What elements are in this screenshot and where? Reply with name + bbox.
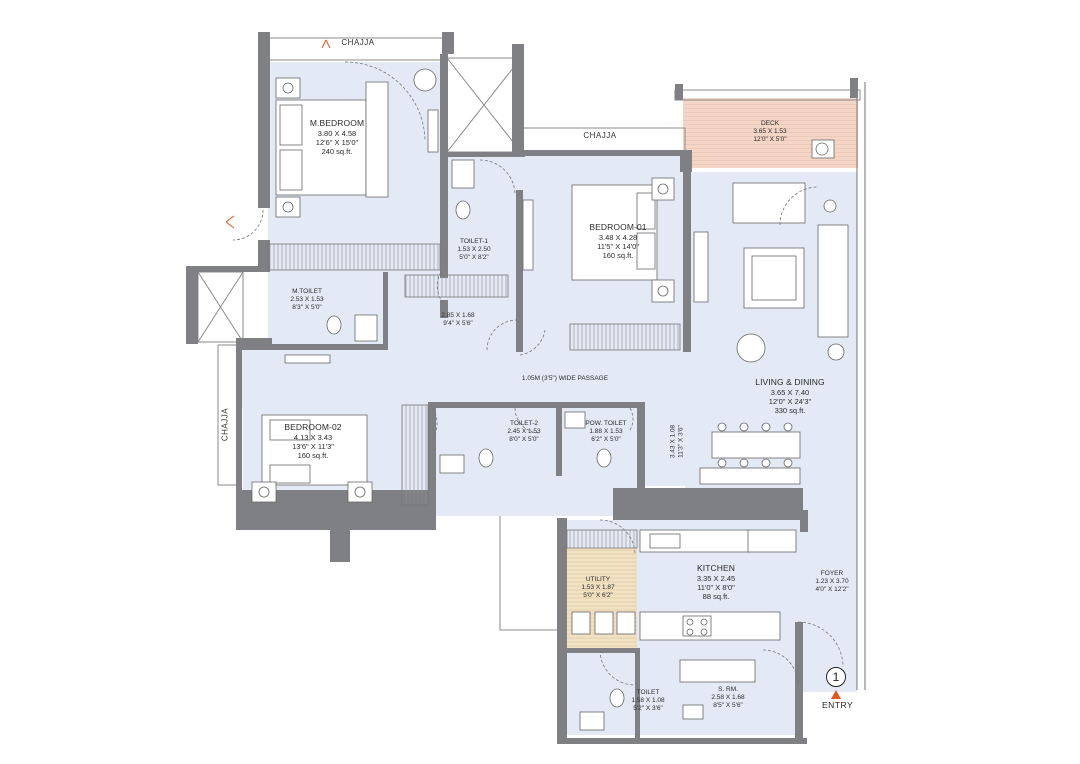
room-imperial: 13'6" X 11'3" xyxy=(292,442,334,451)
niche-imperial: 11'3" X 3'6" xyxy=(677,425,685,458)
room-name: S. RM. xyxy=(718,686,738,693)
chajja-label-top-left: CHAJJA xyxy=(341,38,375,47)
room-imperial: 6'2" X 5'0" xyxy=(591,436,621,444)
room-name: M.BEDROOM xyxy=(309,118,365,128)
room-imperial: 12'0" X 5'0" xyxy=(753,136,787,144)
bedroom-02-label: BEDROOM-02 4.13 X 3.43 13'6" X 11'3" 160… xyxy=(284,422,341,461)
room-imperial: 8'3" X 5'0" xyxy=(292,304,322,312)
room-dims: 2.45 X 1.53 xyxy=(507,428,541,436)
room-imperial: 11'5" X 14'0" xyxy=(597,242,639,251)
room-dims: 3.35 X 2.45 xyxy=(696,573,736,583)
room-name: POW. TOILET xyxy=(585,420,627,427)
doors xyxy=(232,61,844,686)
room-dims: 1.53 X 1.87 xyxy=(581,584,615,592)
master-bedroom-label: M.BEDROOM 3.80 X 4.58 12'6" X 15'0" 240 … xyxy=(310,118,364,157)
wardrobes xyxy=(267,243,681,549)
toilet-1-label: TOILET-1 1.53 X 2.50 5'0" X 8'2" xyxy=(457,238,490,262)
entry-arrow-icon xyxy=(831,690,841,699)
room-dims: 3.65 X 7.40 xyxy=(770,387,810,397)
room-imperial: 8'5" X 5'6" xyxy=(713,702,743,710)
niche-dims-label: 3.43 X 1.08 xyxy=(670,417,677,467)
room-dims: 2.58 X 1.68 xyxy=(711,694,745,702)
passage-label: 1.05M (3'5") WIDE PASSAGE xyxy=(522,375,608,383)
entry-label: ENTRY xyxy=(822,700,854,710)
room-name: TOILET xyxy=(636,689,660,696)
niche-dims: 3.43 X 1.08 xyxy=(669,424,677,459)
room-dims: 4.13 X 3.43 xyxy=(293,432,333,442)
room-area: 160 sq.ft. xyxy=(602,251,634,261)
room-dims: 3.48 X 4.28 xyxy=(598,232,638,242)
direction-arrows xyxy=(225,39,331,229)
toilet-2-label: TOILET-2 2.45 X 1.53 8'0" X 5'0" xyxy=(507,420,540,444)
room-name: M.TOILET xyxy=(292,288,322,295)
utility-label: UTILITY 1.53 X 1.87 5'0" X 6'2" xyxy=(581,576,614,600)
room-area: 240 sq.ft. xyxy=(321,147,353,157)
room-imperial: 8'0" X 5'0" xyxy=(509,436,539,444)
room-name: TOILET-2 xyxy=(509,420,539,427)
room-imperial: 11'0" X 8'0" xyxy=(697,583,735,592)
toilet-label: TOILET 1.58 X 1.08 5'2" X 3'6" xyxy=(631,689,664,713)
room-dims: 3.65 X 1.53 xyxy=(753,128,787,136)
deck-label: DECK 3.65 X 1.53 12'0" X 5'0" xyxy=(753,120,786,144)
room-dims: 1.58 X 1.08 xyxy=(631,697,665,705)
dressing-label: 2.85 X 1.68 9'4" X 5'6" xyxy=(441,312,474,328)
pow-toilet-label: POW. TOILET 1.88 X 1.53 6'2" X 5'0" xyxy=(585,420,626,444)
room-imperial: 12'0" X 24'3" xyxy=(768,397,812,406)
bedroom-01-label: BEDROOM-01 3.48 X 4.28 11'5" X 14'0" 160… xyxy=(589,222,646,261)
room-area: 330 sq.ft. xyxy=(774,406,806,416)
room-area: 88 sq.ft. xyxy=(702,592,730,602)
walls xyxy=(186,32,858,744)
room-name: KITCHEN xyxy=(696,563,735,573)
room-name: LIVING & DINING xyxy=(755,377,825,387)
room-dims: 2.85 X 1.68 xyxy=(441,312,475,319)
foyer-label: FOYER 1.23 X 3.70 4'0" X 12'2" xyxy=(815,570,848,594)
room-dims: 1.23 X 3.70 xyxy=(815,578,849,586)
room-name: DECK xyxy=(760,120,780,127)
room-dims: 2.53 X 1.53 xyxy=(290,296,324,304)
furniture xyxy=(251,68,849,731)
m-toilet-label: M.TOILET 2.53 X 1.53 8'3" X 5'0" xyxy=(290,288,323,312)
room-name: UTILITY xyxy=(585,576,611,583)
room-name: FOYER xyxy=(820,570,844,577)
chajja-label-top-center: CHAJJA xyxy=(583,131,617,140)
room-imperial: 4'0" X 12'2" xyxy=(815,586,849,594)
room-imperial: 5'2" X 3'6" xyxy=(633,705,663,713)
room-name: TOILET-1 xyxy=(459,238,489,245)
room-imperial: 12'6" X 15'0" xyxy=(315,138,359,147)
room-dims: 3.80 X 4.58 xyxy=(317,128,357,138)
lower-passage-floor xyxy=(436,476,641,516)
room-area: 160 sq.ft. xyxy=(297,451,329,461)
room-name: BEDROOM-01 xyxy=(589,222,647,232)
room-imperial: 5'0" X 6'2" xyxy=(583,592,613,600)
chajja-label-left: CHAJJA xyxy=(220,407,230,442)
living-dining-label: LIVING & DINING 3.65 X 7.40 12'0" X 24'3… xyxy=(755,377,825,416)
kitchen-label: KITCHEN 3.35 X 2.45 11'0" X 8'0" 88 sq.f… xyxy=(697,563,735,602)
niche-imperial-label: 11'3" X 3'6" xyxy=(678,417,685,467)
room-name: 1.05M (3'5") WIDE PASSAGE xyxy=(521,375,609,382)
room-dims: 1.53 X 2.50 xyxy=(457,246,491,254)
room-name: BEDROOM-02 xyxy=(284,422,342,432)
room-imperial: 5'0" X 8'2" xyxy=(459,254,489,262)
niche-floor xyxy=(641,406,691,486)
room-imperial: 9'4" X 5'6" xyxy=(443,320,473,328)
store-room-label: S. RM. 2.58 X 1.68 8'5" X 5'6" xyxy=(711,686,744,710)
room-dims: 1.88 X 1.53 xyxy=(589,428,623,436)
entry-number-badge: 1 xyxy=(826,667,846,687)
